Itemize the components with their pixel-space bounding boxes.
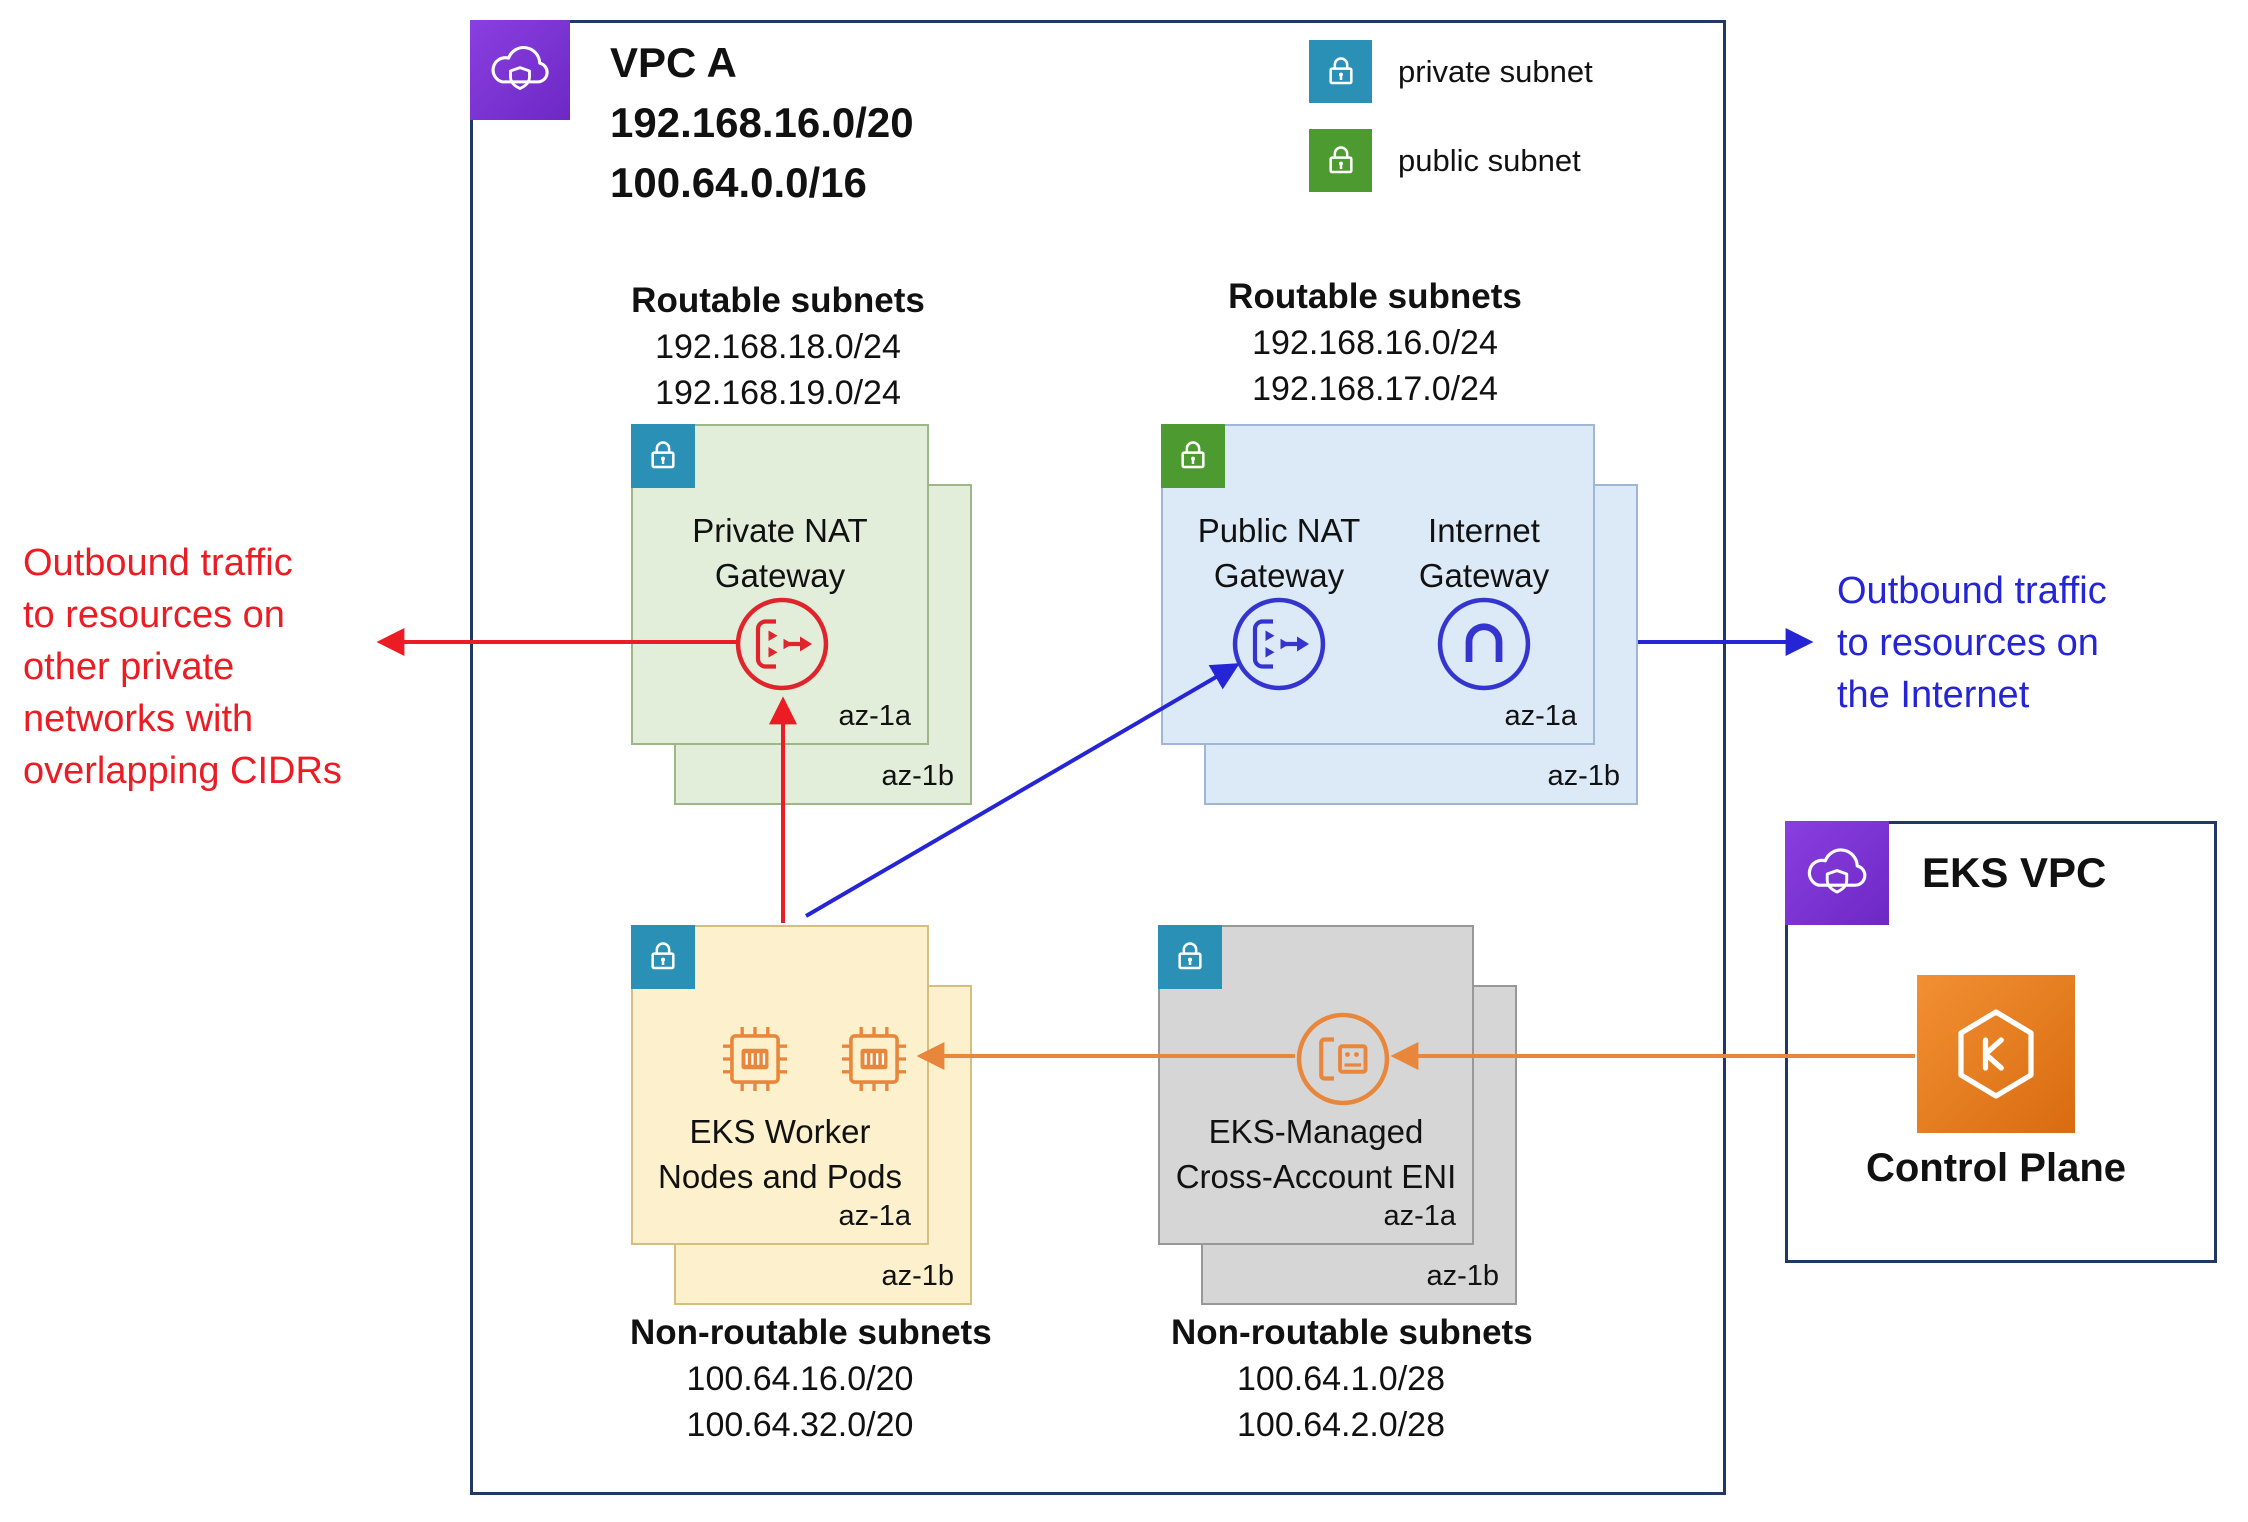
non-routable-eni-heading: Non-routable subnets bbox=[1171, 1313, 1533, 1352]
vpc-cloud-icon bbox=[470, 20, 570, 120]
vpc-a-cidr-1: 192.168.16.0/20 bbox=[610, 99, 914, 146]
internet-gateway-label: Internet Gateway bbox=[1418, 512, 1550, 594]
legend-public-subnet-lock-icon bbox=[1309, 129, 1372, 192]
public-subnet-az1a: Public NAT Gateway Internet Gateway bbox=[1161, 424, 1595, 745]
non-routable-workers-cidr-2: 100.64.32.0/20 bbox=[686, 1406, 914, 1444]
az-label: az-1b bbox=[1547, 760, 1620, 792]
routable-right-cidr-2: 192.168.17.0/24 bbox=[1252, 370, 1498, 408]
az-label: az-1a bbox=[838, 700, 911, 732]
eks-vpc-title: EKS VPC bbox=[1922, 849, 2107, 896]
eks-vpc-cloud-icon bbox=[1785, 821, 1889, 925]
eks-worker-node-icon bbox=[714, 1018, 796, 1100]
eni-label: EKS-Managed Cross-Account ENI bbox=[1175, 1113, 1457, 1195]
az-label: az-1b bbox=[881, 760, 954, 792]
legend-public-subnet-label: public subnet bbox=[1398, 143, 1581, 178]
az-label: az-1a bbox=[1504, 700, 1577, 732]
routable-left-cidr-2: 192.168.19.0/24 bbox=[655, 374, 901, 412]
non-routable-workers-cidr-1: 100.64.16.0/20 bbox=[686, 1360, 914, 1398]
non-routable-subnets-eni: Non-routable subnets 100.64.1.0/28 100.6… bbox=[1171, 1310, 1533, 1448]
annotation-outbound-internet: Outbound traffic to resources on the Int… bbox=[1837, 570, 2107, 716]
public-nat-gateway-label: Public NAT Gateway bbox=[1197, 512, 1361, 594]
private-nat-gateway-icon bbox=[734, 596, 830, 692]
private-nat-gateway-label: Private NAT Gateway bbox=[692, 512, 868, 594]
non-routable-eni-cidr-1: 100.64.1.0/28 bbox=[1237, 1360, 1445, 1398]
non-routable-workers-heading: Non-routable subnets bbox=[630, 1313, 992, 1352]
vpc-a-title: VPC A bbox=[610, 39, 737, 86]
private-subnet-lock-icon bbox=[1158, 925, 1222, 989]
private-subnet-lock-icon bbox=[631, 424, 695, 488]
az-label: az-1b bbox=[881, 1260, 954, 1292]
routable-left-heading: Routable subnets bbox=[631, 281, 925, 320]
routable-subnets-left: Routable subnets 192.168.18.0/24 192.168… bbox=[608, 278, 948, 416]
cross-account-eni-icon bbox=[1295, 1011, 1391, 1107]
legend-private-subnet-label: private subnet bbox=[1398, 54, 1593, 89]
public-subnet-lock-icon bbox=[1161, 424, 1225, 488]
private-subnet-lock-icon bbox=[631, 925, 695, 989]
eni-subnet-az1a: EKS-Managed Cross-Account ENI az-1a bbox=[1158, 925, 1474, 1245]
routable-right-heading: Routable subnets bbox=[1228, 277, 1522, 316]
vpc-a-cidr-2: 100.64.0.0/16 bbox=[610, 159, 867, 206]
non-routable-eni-cidr-2: 100.64.2.0/28 bbox=[1237, 1406, 1445, 1444]
public-nat-gateway-icon bbox=[1231, 596, 1327, 692]
worker-subnet-az1a: EKS Worker Nodes and Pods az-1a bbox=[631, 925, 929, 1245]
annotation-outbound-private: Outbound traffic to resources on other p… bbox=[23, 542, 342, 792]
eks-worker-node-icon bbox=[833, 1018, 915, 1100]
az-label: az-1a bbox=[838, 1200, 911, 1232]
eks-control-plane-icon bbox=[1917, 975, 2075, 1133]
az-label: az-1a bbox=[1383, 1200, 1456, 1232]
legend-private-subnet-lock-icon bbox=[1309, 40, 1372, 103]
routable-subnets-right: Routable subnets 192.168.16.0/24 192.168… bbox=[1205, 274, 1545, 412]
routable-left-cidr-1: 192.168.18.0/24 bbox=[655, 328, 901, 366]
non-routable-subnets-workers: Non-routable subnets 100.64.16.0/20 100.… bbox=[630, 1310, 992, 1448]
control-plane-label: Control Plane bbox=[1865, 1146, 2127, 1190]
routable-right-cidr-1: 192.168.16.0/24 bbox=[1252, 324, 1498, 362]
az-label: az-1b bbox=[1426, 1260, 1499, 1292]
vpc-a-title-block: VPC A 192.168.16.0/20 100.64.0.0/16 bbox=[610, 33, 914, 213]
eks-worker-label: EKS Worker Nodes and Pods bbox=[657, 1113, 902, 1195]
internet-gateway-icon bbox=[1436, 596, 1532, 692]
private-nat-subnet-az1a: Private NAT Gateway az-1a bbox=[631, 424, 929, 745]
